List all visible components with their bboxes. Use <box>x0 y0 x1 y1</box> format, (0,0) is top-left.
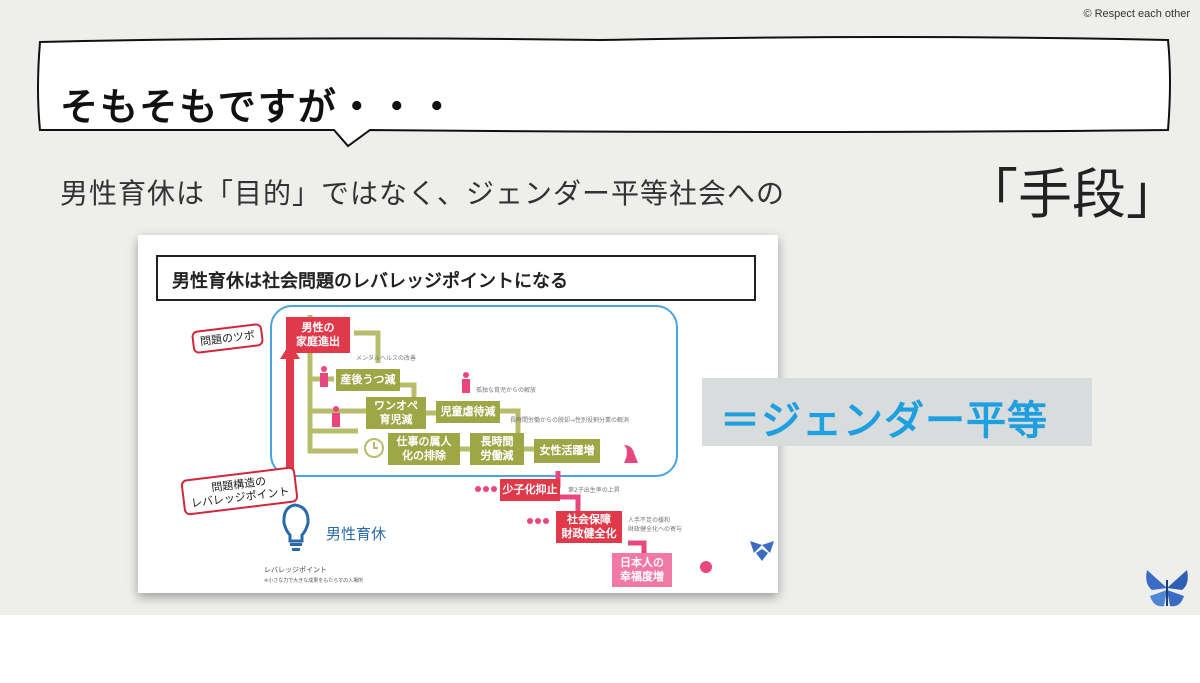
person-icon-body <box>462 379 470 393</box>
note-fiscal: 財政健全化への寄与 <box>628 526 683 533</box>
means-text: 「手段」 <box>964 163 1180 226</box>
flow-arrows <box>280 315 774 573</box>
family-icon-head-2 <box>333 406 339 412</box>
red-arrow-shaft <box>286 357 294 479</box>
inset-title-box: 男性育休は社会問題のレバレッジポイントになる <box>156 255 756 301</box>
pink-connector-2 <box>558 494 581 515</box>
family-icon-body-1 <box>320 373 328 387</box>
family-icon-body-2 <box>332 413 340 427</box>
paternity-leave-label: 男性育休 <box>326 525 387 543</box>
butterfly-small-icon <box>750 541 774 561</box>
crowd-icon-f <box>543 518 549 524</box>
node-women-active: 女性活躍増 <box>534 439 600 463</box>
note-isolation: 孤独な育児からの解放 <box>476 387 537 394</box>
node-men-home-line2: 家庭進出 <box>296 335 340 348</box>
crowd-icon-c <box>491 486 497 492</box>
node-oneope-line2: 育児減 <box>379 413 413 426</box>
olive-connector-6 <box>400 382 417 399</box>
node-women-active-label: 女性活躍増 <box>539 444 595 457</box>
node-oneope: ワンオペ 育児減 <box>366 397 426 429</box>
node-long-hours: 長時間 労働減 <box>470 433 524 465</box>
gender-equality-banner: ＝ジェンダー平等 <box>702 378 1092 446</box>
node-postpartum: 産後うつ減 <box>336 369 400 391</box>
olive-connector-5 <box>354 330 381 363</box>
node-abuse-label: 児童虐待減 <box>440 405 496 418</box>
tag-problem-spot-label: 問題のツボ <box>199 328 256 349</box>
node-birthrate: 少子化抑止 <box>500 479 560 501</box>
crowd-icon-d <box>527 518 533 524</box>
node-social-security-line2: 財政健全化 <box>561 527 617 540</box>
node-social-security: 社会保障 財政健全化 <box>556 511 622 543</box>
lightbulb-icon <box>282 503 310 543</box>
node-long-hours-line1: 長時間 <box>480 435 514 448</box>
highlight-outline <box>270 305 678 477</box>
node-social-security-line1: 社会保障 <box>567 513 611 526</box>
clock-icon <box>364 438 384 458</box>
slide: © Respect each other そもそもですが・・・ 男性育休は「目的… <box>0 0 1200 615</box>
node-happiness: 日本人の 幸福度増 <box>612 553 672 587</box>
inset-title: 男性育休は社会問題のレバレッジポイントになる <box>172 271 568 292</box>
note-second-child: 第2子出生率の上昇 <box>568 487 620 494</box>
node-happiness-line2: 幸福度増 <box>620 570 664 583</box>
subtitle-row: 男性育休は「目的」ではなく、ジェンダー平等社会への 「手段」 <box>60 150 1200 226</box>
heel-icon <box>624 445 638 463</box>
node-postpartum-label: 産後うつ減 <box>340 373 396 386</box>
node-oneope-line1: ワンオペ <box>374 399 418 412</box>
speech-bubble <box>37 36 1171 148</box>
crowd-icon-a <box>475 486 481 492</box>
crowd-icon-b <box>483 486 489 492</box>
node-birthrate-label: 少子化抑止 <box>502 483 558 496</box>
butterfly-logo-icon <box>1146 570 1188 607</box>
olive-connector-7 <box>498 408 521 435</box>
node-men-home: 男性の 家庭進出 <box>286 317 350 353</box>
leverage-diagram: 男性育休は社会問題のレバレッジポイントになる <box>138 235 778 593</box>
olive-connector-4 <box>307 395 366 414</box>
leverage-point-note: ※小さな力で大きな成果をもたらすの入場所 <box>264 578 364 584</box>
heading: そもそもですが・・・ <box>60 85 458 129</box>
note-long-hours: 長時間労働からの脱却→性別役割分業の解消 <box>510 417 630 424</box>
node-personalization-line1: 仕事の属人 <box>396 435 452 448</box>
crowd-icon-e <box>535 518 541 524</box>
family-icon-head-1 <box>321 366 327 372</box>
note-mental-health: メンタルヘルスの改善 <box>356 355 417 362</box>
node-abuse: 児童虐待減 <box>436 401 500 423</box>
flower-icon <box>700 561 712 573</box>
gender-equality-text: ＝ジェンダー平等 <box>720 398 1048 444</box>
copyright: © Respect each other <box>1083 8 1190 20</box>
leverage-point-label: レバレッジポイント <box>264 566 327 574</box>
person-icon-head <box>463 372 469 378</box>
node-personalization-line2: 化の排除 <box>402 449 446 462</box>
node-long-hours-line2: 労働減 <box>480 449 514 462</box>
node-happiness-line1: 日本人の <box>620 556 664 569</box>
node-personalization: 仕事の属人 化の排除 <box>388 433 460 465</box>
note-labor-shortage: 人手不足の緩和 <box>628 517 671 524</box>
subtitle: 男性育休は「目的」ではなく、ジェンダー平等社会への <box>60 177 786 210</box>
node-men-home-line1: 男性の <box>301 321 335 334</box>
